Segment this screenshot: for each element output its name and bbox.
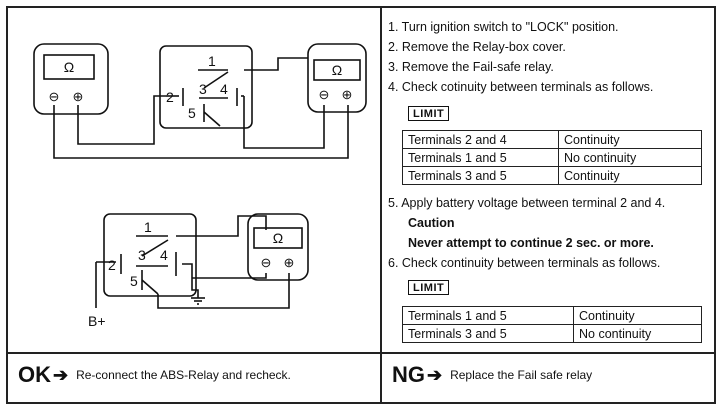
ok-label: OK	[18, 362, 51, 387]
continuity-table-2: Terminals 1 and 5 Continuity Terminals 3…	[402, 306, 702, 343]
ohmmeter-lower: Ω ⊖ ⊕	[247, 213, 309, 281]
wiring-upper	[53, 57, 349, 159]
table-cell: No continuity	[573, 324, 702, 343]
ng-label: NG	[392, 362, 425, 387]
table-cell: Terminals 2 and 4	[402, 130, 559, 149]
plus-terminal-right: ⊕	[342, 87, 353, 102]
ng-text: Replace the Fail safe relay	[450, 368, 593, 382]
wiring-lower: B+	[88, 215, 290, 329]
table-row: Terminals 1 and 5 Continuity	[402, 306, 702, 325]
ohmmeter-right: Ω ⊖ ⊕	[307, 43, 367, 113]
table-cell: Terminals 3 and 5	[402, 166, 559, 185]
ohm-symbol-right: Ω	[332, 62, 342, 78]
relay-test-diagram: Ω ⊖ ⊕ 1 2 3 4 5 Ω ⊖ ⊕	[33, 43, 367, 329]
caution-title: Caution	[408, 216, 455, 230]
table-cell: Terminals 3 and 5	[402, 324, 574, 343]
step-1: 1. Turn ignition switch to "LOCK" positi…	[388, 20, 619, 34]
table-cell: Terminals 1 and 5	[402, 148, 559, 167]
plus-terminal-left: ⊕	[73, 89, 84, 104]
terminal-2-upper: 2	[166, 89, 174, 105]
table-cell: Continuity	[573, 306, 702, 325]
ok-text: Re-connect the ABS-Relay and recheck.	[76, 368, 291, 382]
minus-terminal-left: ⊖	[49, 89, 60, 104]
limit-badge-2: LIMIT	[408, 280, 450, 295]
relay-upper: 1 2 3 4 5	[159, 45, 253, 129]
ok-result: OK ➔ Re-connect the ABS-Relay and rechec…	[18, 362, 291, 388]
ohmmeter-left: Ω ⊖ ⊕	[33, 43, 109, 115]
table-cell: Continuity	[558, 130, 702, 149]
terminal-3-lower: 3	[138, 247, 146, 263]
table-cell: No continuity	[558, 148, 702, 167]
right-arrow-icon: ➔	[427, 364, 443, 385]
minus-terminal-lower: ⊖	[261, 255, 272, 270]
table-cell: Continuity	[558, 166, 702, 185]
step-5: 5. Apply battery voltage between termina…	[388, 196, 666, 210]
caution-text: Never attempt to continue 2 sec. or more…	[408, 236, 654, 250]
terminal-1-upper: 1	[208, 53, 216, 69]
battery-positive-label: B+	[88, 313, 106, 329]
table-cell: Terminals 1 and 5	[402, 306, 574, 325]
continuity-table-1: Terminals 2 and 4 Continuity Terminals 1…	[402, 130, 702, 185]
table-row: Terminals 1 and 5 No continuity	[402, 148, 702, 167]
table-row: Terminals 3 and 5 No continuity	[402, 324, 702, 343]
ng-result: NG ➔ Replace the Fail safe relay	[392, 362, 592, 388]
ohm-symbol-lower: Ω	[273, 230, 283, 246]
plus-terminal-lower: ⊕	[284, 255, 295, 270]
vertical-divider	[380, 8, 382, 402]
relay-lower: 1 2 3 4 5	[103, 213, 197, 297]
step-4: 4. Check cotinuity between terminals as …	[388, 80, 654, 94]
terminal-1-lower: 1	[144, 219, 152, 235]
step-3: 3. Remove the Fail-safe relay.	[388, 60, 554, 74]
table-row: Terminals 2 and 4 Continuity	[402, 130, 702, 149]
ohm-symbol-left: Ω	[64, 59, 74, 75]
terminal-4-upper: 4	[220, 81, 228, 97]
limit-badge-1: LIMIT	[408, 106, 450, 121]
terminal-3-upper: 3	[199, 81, 207, 97]
minus-terminal-right: ⊖	[319, 87, 330, 102]
terminal-4-lower: 4	[160, 247, 168, 263]
right-arrow-icon: ➔	[53, 364, 69, 385]
step-2: 2. Remove the Relay-box cover.	[388, 40, 566, 54]
table-row: Terminals 3 and 5 Continuity	[402, 166, 702, 185]
terminal-2-lower: 2	[108, 257, 116, 273]
step-6: 6. Check continuity between terminals as…	[388, 256, 661, 270]
terminal-5-upper: 5	[188, 105, 196, 121]
horizontal-divider	[8, 352, 714, 354]
page-frame	[6, 6, 716, 404]
terminal-5-lower: 5	[130, 273, 138, 289]
